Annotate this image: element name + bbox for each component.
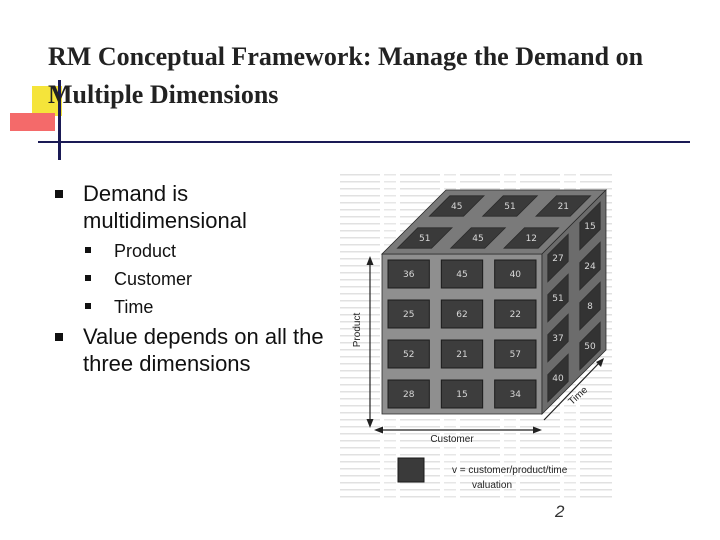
- right-cell-value: 50: [584, 342, 596, 352]
- right-cell-value: 8: [587, 302, 593, 312]
- product-axis-down-arrow-icon: [366, 419, 374, 428]
- top-cell-value: 45: [472, 234, 483, 244]
- sub-bullet-text: Time: [114, 297, 154, 317]
- right-cell-value: 37: [552, 334, 563, 344]
- right-cell: [547, 353, 569, 403]
- front-cell-value: 62: [456, 310, 467, 320]
- slide-title: RM Conceptual Framework: Manage the Dema…: [48, 42, 644, 109]
- right-cell: [579, 321, 601, 371]
- product-axis-up-arrow-icon: [366, 256, 374, 265]
- square-bullet-icon: [85, 247, 91, 253]
- top-cell: [428, 195, 485, 217]
- right-cell: [547, 233, 569, 283]
- square-bullet-icon: [85, 275, 91, 281]
- right-cell: [579, 201, 601, 251]
- top-cell-value: 12: [526, 234, 537, 244]
- sub-bullet-item: Product: [83, 237, 352, 265]
- right-cell-value: 15: [584, 222, 595, 232]
- front-cell-value: 40: [510, 270, 522, 280]
- right-cell-value: 51: [552, 294, 563, 304]
- sub-bullet-item: Customer: [83, 265, 352, 293]
- right-cell-value: 40: [552, 374, 564, 384]
- top-cell: [503, 227, 560, 249]
- right-cell-value: 24: [584, 262, 596, 272]
- cube-cells: [387, 195, 601, 409]
- decorative-red-bar: [10, 113, 55, 131]
- front-cell: [440, 299, 484, 329]
- right-cell: [579, 281, 601, 331]
- front-cell: [387, 259, 430, 289]
- front-cell: [440, 379, 484, 409]
- right-cell: [547, 313, 569, 363]
- front-cell-value: 22: [510, 310, 521, 320]
- bullet-item: Value depends on all the three dimension…: [52, 323, 352, 377]
- front-cell: [494, 339, 537, 369]
- front-cell-value: 36: [403, 270, 415, 280]
- square-bullet-icon: [85, 303, 91, 309]
- customer-axis-left-arrow-icon: [374, 426, 383, 434]
- decorative-yellow-square: [32, 86, 62, 116]
- top-cell: [535, 195, 592, 217]
- front-cell: [440, 259, 484, 289]
- customer-axis-label: Customer: [430, 434, 474, 445]
- front-cell-value: 45: [456, 270, 467, 280]
- top-cell-value: 21: [558, 202, 569, 212]
- top-cell-value: 51: [419, 234, 430, 244]
- front-cell: [494, 259, 537, 289]
- front-cell: [387, 299, 430, 329]
- right-cell: [547, 273, 569, 323]
- front-cell: [494, 299, 537, 329]
- square-bullet-icon: [55, 333, 63, 341]
- legend-label: v = customer/product/time: [452, 465, 568, 476]
- front-cell: [387, 379, 430, 409]
- sub-bullet-list: Product Customer Time: [83, 237, 352, 321]
- cube-values: 36 45 40 25 62 22 52 21 57 28 15 34 45 51 21 51 45 12 27 15…: [403, 202, 596, 400]
- square-bullet-icon: [55, 190, 63, 198]
- bullet-text: Value depends on all the three dimension…: [83, 324, 324, 376]
- front-cell-value: 52: [403, 350, 414, 360]
- sub-bullet-text: Product: [114, 241, 177, 261]
- front-cell-value: 57: [510, 350, 521, 360]
- bullet-list: Demand is multidimensional Product Custo…: [52, 180, 352, 377]
- product-axis-label: Product: [352, 313, 363, 348]
- decorative-vertical-line: [58, 80, 61, 160]
- sub-bullet-text: Customer: [114, 269, 193, 289]
- front-cell-value: 15: [456, 390, 467, 400]
- customer-axis-right-arrow-icon: [533, 426, 542, 434]
- legend-cell-swatch: [397, 457, 425, 483]
- demand-cube-figure: 36 45 40 25 62 22 52 21 57 28 15 34 45 51 21 51 45 12 27 15…: [340, 172, 612, 498]
- time-axis-line: [543, 361, 601, 421]
- top-cell: [396, 227, 453, 249]
- front-cell: [387, 339, 430, 369]
- legend-sublabel: valuation: [472, 480, 512, 491]
- time-axis-arrow-icon: [596, 358, 604, 367]
- top-cell: [481, 195, 539, 217]
- top-cell-value: 45: [451, 202, 462, 212]
- title-divider-line: [38, 141, 690, 143]
- bullet-text: Demand is multidimensional: [83, 181, 247, 233]
- front-cell: [494, 379, 537, 409]
- demand-cube-illustration: 36 45 40 25 62 22 52 21 57 28 15 34 45 51 21 51 45 12 27 15…: [340, 172, 612, 498]
- front-cell: [440, 339, 484, 369]
- right-cell-value: 27: [552, 254, 563, 264]
- top-cell: [449, 227, 507, 249]
- bullet-item: Demand is multidimensional Product Custo…: [52, 180, 352, 321]
- front-cell-value: 34: [510, 390, 522, 400]
- right-cell: [579, 241, 601, 291]
- sub-bullet-item: Time: [83, 293, 352, 321]
- page-number: 2: [555, 502, 565, 521]
- top-cell-value: 51: [504, 202, 515, 212]
- front-cell-value: 25: [403, 310, 414, 320]
- front-cell-value: 21: [456, 350, 467, 360]
- front-cell-value: 28: [403, 390, 415, 400]
